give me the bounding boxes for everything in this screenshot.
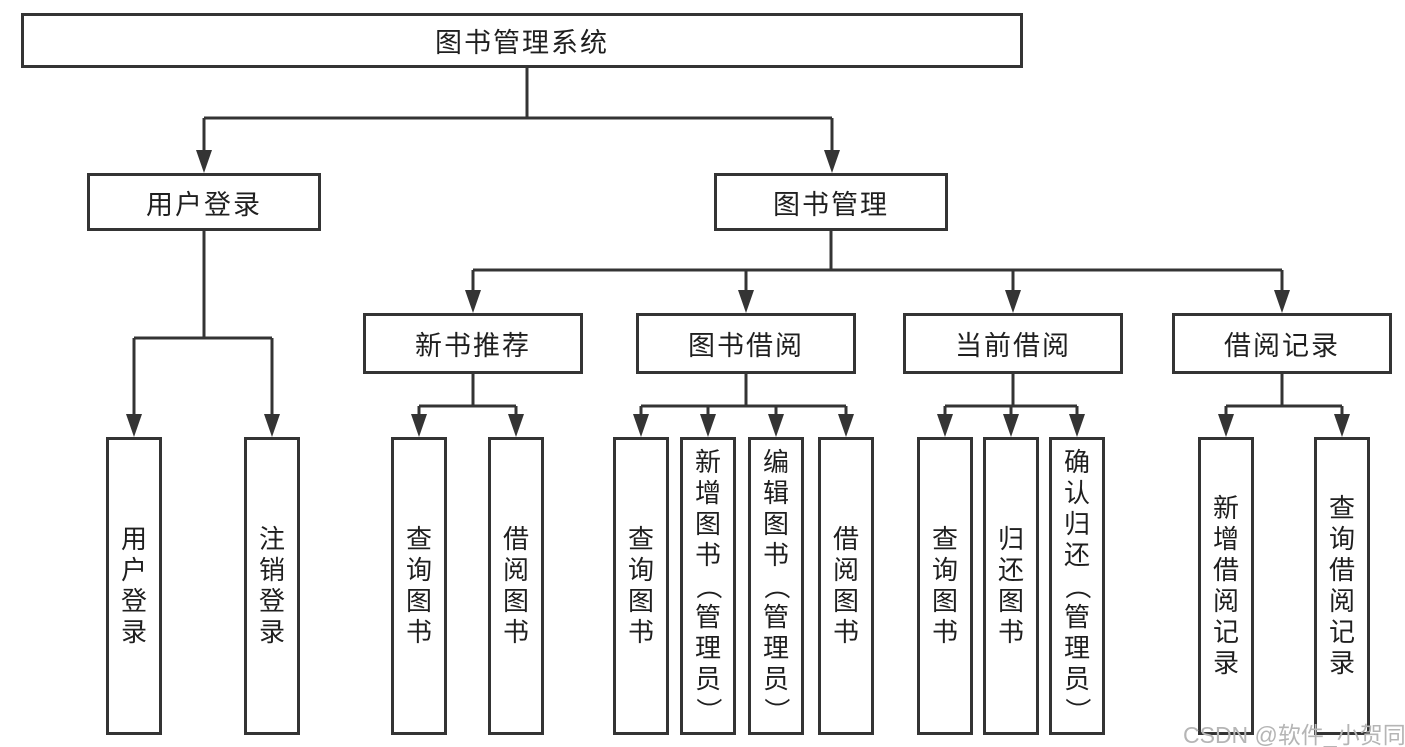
node-user-login: 用户登录 — [87, 173, 321, 231]
leaf-edit-book-admin-label: 编辑图书（管理员） — [761, 446, 792, 724]
leaf-add-book-admin: 新增图书（管理员） — [680, 437, 736, 735]
node-root-label: 图书管理系统 — [435, 28, 609, 58]
leaf-add-borrow-record: 新增借阅记录 — [1198, 437, 1254, 735]
leaf-query-borrow-record-label: 查询借阅记录 — [1328, 493, 1355, 678]
leaf-query-books-current-label: 查询图书 — [931, 524, 958, 647]
leaf-confirm-return-admin: 确认归还（管理员） — [1049, 437, 1105, 735]
leaf-confirm-return-admin-label: 确认归还（管理员） — [1062, 446, 1093, 724]
leaf-borrow-books-recommend-label: 借阅图书 — [502, 524, 529, 647]
leaf-logout: 注销登录 — [244, 437, 300, 735]
node-borrow-records-label: 借阅记录 — [1224, 331, 1340, 361]
node-book-borrow-label: 图书借阅 — [688, 331, 804, 361]
leaf-add-book-admin-label: 新增图书（管理员） — [693, 446, 724, 724]
node-current-borrow-label: 当前借阅 — [955, 331, 1071, 361]
leaf-user-login-label: 用户登录 — [120, 524, 147, 647]
leaf-return-book-label: 归还图书 — [997, 524, 1024, 647]
node-book-management: 图书管理 — [714, 173, 948, 231]
leaf-user-login: 用户登录 — [106, 437, 162, 735]
node-new-book-recommend-label: 新书推荐 — [415, 331, 531, 361]
leaf-query-books-current: 查询图书 — [917, 437, 973, 735]
node-current-borrow: 当前借阅 — [903, 313, 1123, 374]
node-root: 图书管理系统 — [21, 13, 1023, 68]
leaf-edit-book-admin: 编辑图书（管理员） — [748, 437, 804, 735]
csdn-watermark: CSDN @软件_小贺同学 — [1183, 722, 1405, 747]
node-book-borrow: 图书借阅 — [636, 313, 856, 374]
leaf-borrow-books: 借阅图书 — [818, 437, 874, 735]
node-user-login-label: 用户登录 — [146, 189, 262, 220]
node-new-book-recommend: 新书推荐 — [363, 313, 583, 374]
leaf-query-books-borrow-label: 查询图书 — [627, 524, 654, 647]
node-borrow-records: 借阅记录 — [1172, 313, 1392, 374]
node-book-management-label: 图书管理 — [773, 189, 889, 220]
leaf-return-book: 归还图书 — [983, 437, 1039, 735]
leaf-add-borrow-record-label: 新增借阅记录 — [1212, 493, 1239, 678]
leaf-logout-label: 注销登录 — [258, 524, 285, 647]
leaf-query-borrow-record: 查询借阅记录 — [1314, 437, 1370, 735]
leaf-borrow-books-label: 借阅图书 — [832, 524, 859, 647]
leaf-query-books-borrow: 查询图书 — [613, 437, 669, 735]
leaf-query-books-recommend-label: 查询图书 — [405, 524, 432, 647]
leaf-query-books-recommend: 查询图书 — [391, 437, 447, 735]
leaf-borrow-books-recommend: 借阅图书 — [488, 437, 544, 735]
arrowheads — [126, 150, 1350, 437]
